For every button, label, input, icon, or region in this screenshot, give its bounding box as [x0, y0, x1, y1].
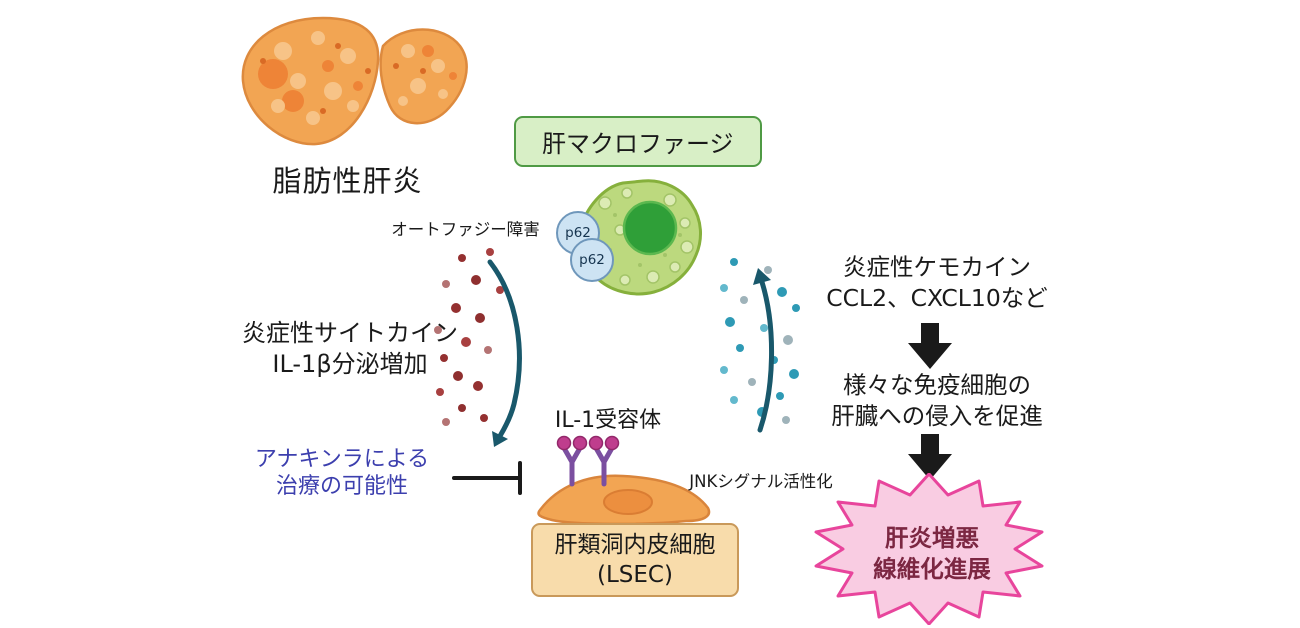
outcome-line1: 肝炎増悪 — [885, 524, 979, 552]
liver-label: 脂肪性肝炎 — [272, 164, 423, 198]
macrophage-nucleus — [622, 200, 678, 256]
chemokine-dots — [720, 258, 800, 424]
cytokine-secretion-arrow — [434, 248, 522, 447]
lsec-cell-illustration — [537, 435, 711, 526]
macrophage-label-box: 肝マクロファージ — [514, 116, 762, 167]
macrophage-cell-illustration — [578, 179, 702, 296]
down-arrow-icon-1 — [908, 323, 952, 369]
jnk-label: JNKシグナル活性化 — [689, 472, 833, 491]
immune-invasion-label: 様々な免疫細胞の 肝臓への侵入を促進 — [818, 370, 1056, 432]
p62-bubble-2: p62 — [570, 238, 614, 282]
down-arrow-icon-2 — [908, 434, 952, 480]
outcome-line2: 線維化進展 — [873, 555, 991, 583]
anakinra-line1: アナキンラによる — [254, 447, 430, 472]
lsec-line1: 肝類洞内皮細胞 — [554, 532, 716, 558]
immune-line1: 様々な免疫細胞の — [843, 371, 1031, 399]
chemokine-line1: 炎症性ケモカイン — [843, 253, 1031, 281]
p62-label-1: p62 — [565, 225, 591, 241]
cytokine-label: 炎症性サイトカイン IL-1β分泌増加 — [225, 318, 475, 380]
lsec-nucleus — [603, 489, 653, 515]
lsec-label-box: 肝類洞内皮細胞 (LSEC) — [531, 523, 739, 597]
anakinra-label: アナキンラによる 治療の可能性 — [233, 446, 451, 500]
lsec-line2: (LSEC) — [597, 562, 673, 588]
outcome-starburst — [814, 473, 1044, 625]
inhibition-bar — [452, 461, 522, 495]
liver-illustration — [241, 16, 468, 146]
cytokine-dots — [434, 248, 504, 426]
chemokine-line2: CCL2、CXCL10など — [826, 284, 1048, 312]
cytokine-line2: IL-1β分泌増加 — [272, 350, 428, 378]
immune-line2: 肝臓への侵入を促進 — [831, 402, 1043, 430]
cytokine-line1: 炎症性サイトカイン — [242, 319, 458, 347]
il1-receptor-label: IL-1受容体 — [554, 408, 662, 433]
p62-label-2: p62 — [579, 252, 605, 268]
outcome-label: 肝炎増悪 線維化進展 — [838, 523, 1026, 585]
autophagy-label: オートファジー障害 — [391, 220, 540, 239]
chemokine-label: 炎症性ケモカイン CCL2、CXCL10など — [818, 252, 1056, 314]
il1-receptor-icons — [561, 445, 615, 487]
chemokine-secretion-arrow — [720, 258, 800, 433]
anakinra-line2: 治療の可能性 — [275, 474, 408, 499]
